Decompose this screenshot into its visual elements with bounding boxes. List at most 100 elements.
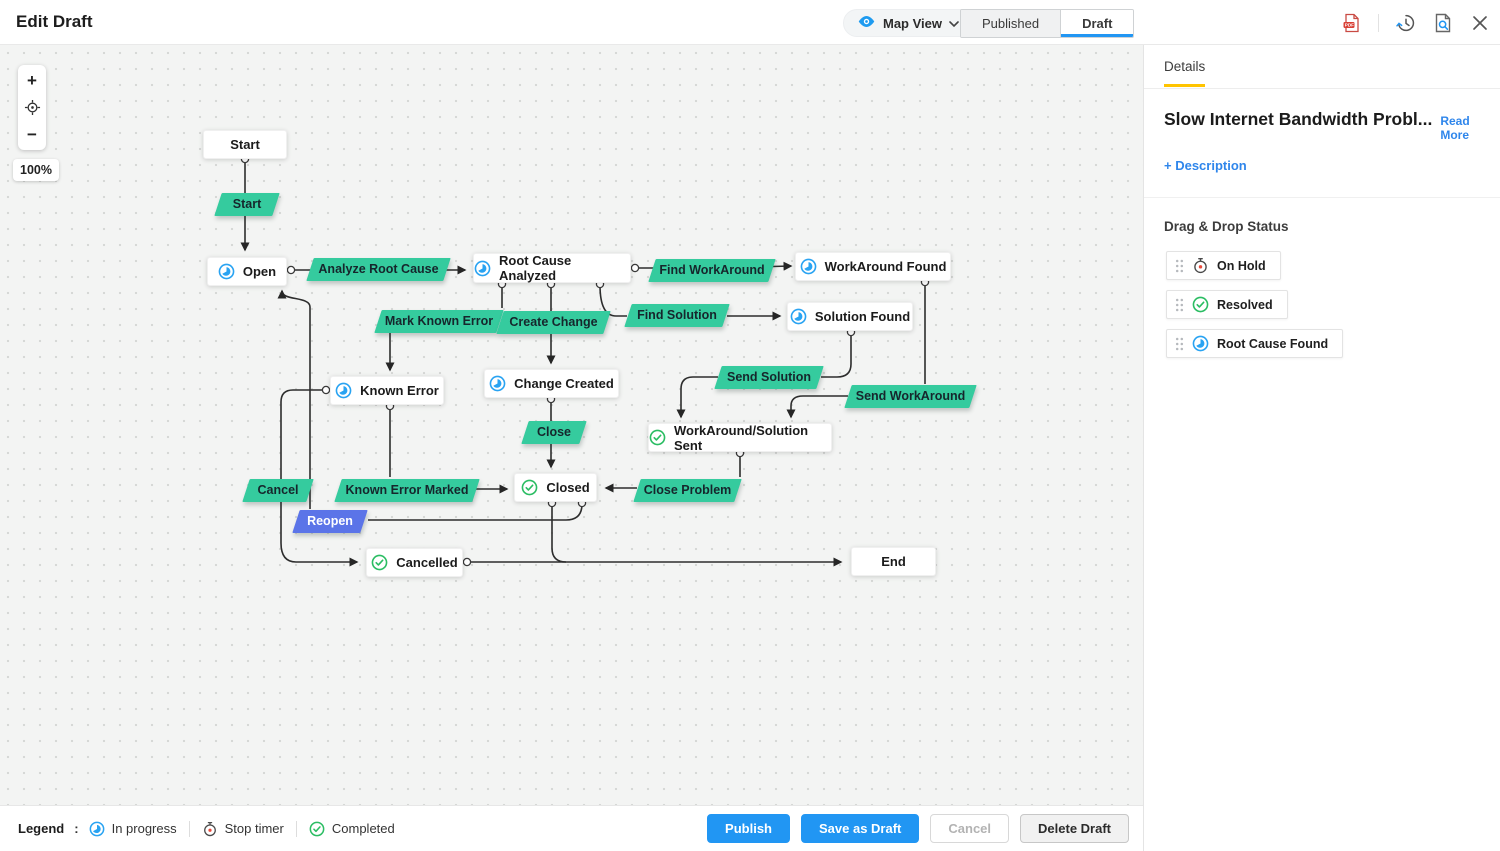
legend-item-label: Completed [331,821,395,836]
delete-draft-button[interactable]: Delete Draft [1020,814,1129,843]
footer-buttons: Publish Save as Draft Cancel Delete Draft [707,814,1129,843]
node-label: WorkAround Found [824,259,947,274]
blueprint-title: Slow Internet Bandwidth Probl... [1164,109,1433,129]
cancel-button[interactable]: Cancel [930,814,1010,843]
node-label: Open [242,264,277,279]
zoom-out-button[interactable]: − [27,124,37,144]
panel-tab-row: Details [1144,45,1500,89]
in-progress-icon [800,258,817,275]
node-label: Closed [546,480,590,495]
completed-icon [521,479,538,496]
node-open[interactable]: Open [207,257,287,286]
transition-mark-known-error[interactable]: Mark Known Error [374,310,504,333]
save-as-draft-button[interactable]: Save as Draft [801,814,920,843]
transition-analyze-root-cause[interactable]: Analyze Root Cause [306,258,451,281]
transition-find-workaround[interactable]: Find WorkAround [648,259,776,282]
transition-send-workaround[interactable]: Send WorkAround [844,385,977,408]
drag-handle-icon[interactable] [1175,337,1184,351]
in-progress-icon [489,375,506,392]
transition-start[interactable]: Start [214,193,280,216]
drag-handle-icon[interactable] [1175,298,1184,312]
transition-label: Cancel [257,483,299,497]
in-progress-icon [474,260,491,277]
zoom-toolbar: + − [18,65,46,150]
transition-label: Find WorkAround [659,263,765,277]
transition-cancel[interactable]: Cancel [242,479,314,502]
transition-label: Close [536,425,572,439]
node-label: Root Cause Analyzed [499,253,572,283]
completed-icon [371,554,388,571]
legend-item-completed: Completed [309,821,395,837]
transition-label: Create Change [509,315,598,329]
preview-icon[interactable] [1433,13,1453,33]
footer-bar: Legend : In progress Stop timer Complete… [0,805,1143,851]
transition-find-solution[interactable]: Find Solution [624,304,730,327]
tab-draft[interactable]: Draft [1061,10,1134,37]
in-progress-icon [335,382,352,399]
node-root-cause-analyzed[interactable]: Root Cause Analyzed [473,253,631,283]
transition-label: Reopen [307,514,353,528]
node-known-error[interactable]: Known Error [330,376,444,405]
node-label: End [881,554,906,569]
legend-item-label: In progress [111,821,177,836]
page-title: Edit Draft [16,12,93,31]
node-change-created[interactable]: Change Created [484,369,619,398]
details-panel: Details Slow Internet Bandwidth Probl...… [1143,45,1500,851]
node-label: Change Created [514,376,614,391]
transition-close-problem[interactable]: Close Problem [633,479,742,502]
add-description-link[interactable]: + Description [1164,158,1247,173]
legend-item-in-progress: In progress [89,821,177,837]
node-label: WorkAround/Solution Sent [674,422,809,453]
in-progress-icon [1192,335,1209,352]
node-start[interactable]: Start [203,130,287,159]
svg-text:PDF: PDF [1344,22,1353,27]
transition-label: Find Solution [637,308,717,322]
history-icon[interactable] [1396,13,1416,33]
transition-known-error-marked[interactable]: Known Error Marked [334,479,480,502]
node-cancelled[interactable]: Cancelled [366,548,463,577]
transition-label: Start [232,197,262,211]
completed-icon [649,429,666,446]
header-icon-row: PDF [1341,0,1490,45]
zoom-in-button[interactable]: + [27,70,37,90]
close-icon[interactable] [1470,13,1490,33]
node-workaround-solution-sent[interactable]: WorkAround/Solution Sent [648,422,832,453]
completed-icon [1192,296,1209,313]
legend-item-label: Stop timer [224,821,284,836]
panel-divider [1144,197,1500,198]
status-chip-root-cause-found[interactable]: Root Cause Found [1166,329,1344,358]
in-progress-icon [89,821,105,837]
fit-view-button[interactable] [18,94,46,121]
status-chip-on-hold[interactable]: On Hold [1166,251,1281,280]
read-more-link[interactable]: Read More [1440,114,1470,142]
node-label: Cancelled [396,555,458,570]
published-draft-toggle: Published Draft [960,9,1135,38]
transition-label: Close Problem [643,483,732,497]
transition-reopen[interactable]: Reopen [292,510,368,533]
transition-close[interactable]: Close [521,421,587,444]
map-view-dropdown[interactable]: Map View [843,9,974,37]
tab-details[interactable]: Details [1164,59,1206,87]
legend: Legend : In progress Stop timer Complete… [18,820,395,837]
icon-divider [1378,13,1379,32]
pdf-export-icon[interactable]: PDF [1341,13,1361,33]
legend-divider [295,820,297,837]
drag-handle-icon[interactable] [1175,259,1184,273]
publish-button[interactable]: Publish [707,814,790,843]
node-closed[interactable]: Closed [514,473,597,502]
node-workaround-found[interactable]: WorkAround Found [795,252,951,281]
transition-send-solution[interactable]: Send Solution [714,366,824,389]
status-chip-resolved[interactable]: Resolved [1166,290,1288,319]
node-label: Solution Found [814,309,911,324]
transition-create-change[interactable]: Create Change [496,311,611,334]
stop-timer-icon [1192,257,1209,274]
status-label: Resolved [1217,297,1273,312]
status-label: On Hold [1217,258,1266,273]
node-label: Start [230,137,260,152]
chevron-down-icon [949,16,959,31]
tab-published[interactable]: Published [961,10,1062,37]
node-solution-found[interactable]: Solution Found [787,302,913,331]
node-end[interactable]: End [851,547,936,576]
zoom-level-badge: 100% [13,159,59,181]
